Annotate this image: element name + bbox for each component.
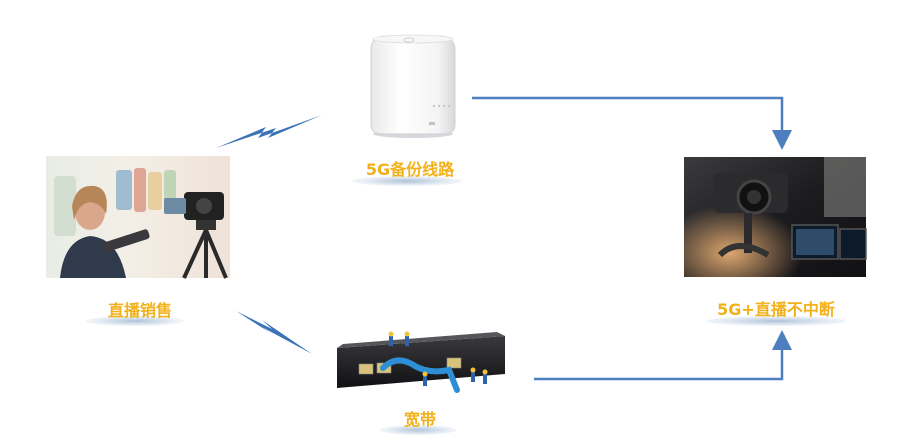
camera-rig-photo [684, 157, 867, 277]
label-broadband: 宽带 [403, 410, 436, 429]
label-live-selling: 直播销售 [107, 301, 172, 320]
livestream-photo [46, 156, 230, 279]
label-5g-uninterrupted: 5G+直播不中断 [717, 300, 835, 319]
connector-top-arrow [472, 96, 792, 150]
connector-bottom-arrow [534, 330, 792, 381]
router-icon [370, 34, 456, 138]
lightning-bottom-icon [236, 311, 312, 354]
network-switch-icon [337, 331, 505, 393]
lightning-top-icon [216, 115, 322, 148]
label-5g-backup: 5G备份线路 [365, 160, 455, 179]
